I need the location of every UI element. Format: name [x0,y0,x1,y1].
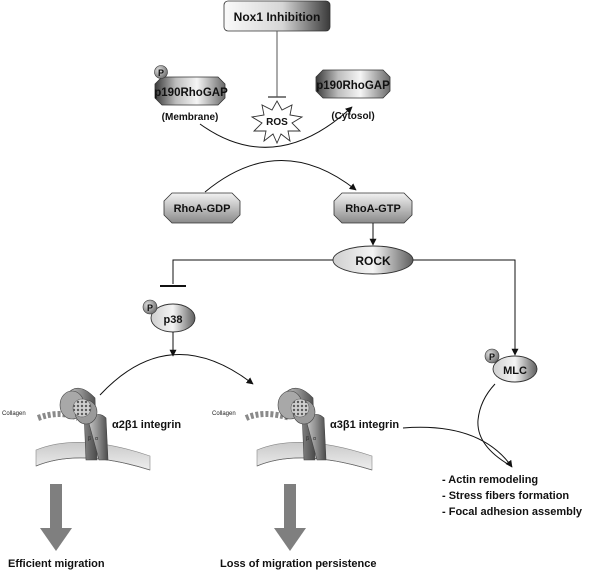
nox1-inhibition-node: Nox1 Inhibition [223,0,331,32]
rock-mlc-arrow [413,259,519,356]
a3b1-integrin-label: α3β1 integrin [330,419,399,431]
cytosol-label: (Cytosol) [331,111,374,122]
outcome-focal-adhesion: - Focal adhesion assembly [442,506,583,518]
phosphate-p190-icon [154,65,168,79]
rhoa-gdp-node: RhoA-GDP [163,192,241,224]
efficient-migration-label: Efficient migration [8,558,105,570]
mlc-outcome-arrow [477,383,512,467]
rhoa-activation-arrow [204,160,357,193]
a2b1-integrin-label: α2β1 integrin [112,419,181,431]
integrin-switch-arrow [99,354,254,396]
rock-node: ROCK [332,245,414,275]
loss-persistence-label: Loss of migration persistence [220,558,376,570]
svg-text:P: P [147,303,153,313]
p38-node: p38 P [142,299,196,333]
phosphate-p38-icon [142,299,158,315]
loss-persistence-arrow [274,484,306,551]
outcome-actin-remodeling: - Actin remodeling [442,474,538,486]
svg-text:P: P [158,68,164,78]
p190-membrane-label: p190RhoGAP [154,87,228,99]
mlc-node: MLC P [484,348,538,383]
svg-text:α: α [313,436,316,442]
p190-cytosol-node: p190RhoGAP (Cytosol) [315,69,391,122]
efficient-migration-arrow [40,484,72,551]
integrin-a3b1-illustration: Collagen β α [212,387,373,471]
rhoa-gtp-label: RhoA-GTP [345,203,401,215]
collagen-label-right: Collagen [212,411,236,417]
svg-text:α: α [95,436,98,442]
rhoa-gtp-node: RhoA-GTP [333,192,413,224]
mlc-label: MLC [503,365,527,377]
p190-membrane-node: p190RhoGAP P (Membrane) [154,65,228,123]
p190-cytosol-label: p190RhoGAP [316,80,390,92]
collagen-label-left: Collagen [2,411,26,417]
nox1-label: Nox1 Inhibition [234,10,321,24]
ros-label: ROS [266,117,288,128]
rhoa-gdp-label: RhoA-GDP [174,203,231,215]
p38-label: p38 [164,314,183,326]
phosphate-mlc-icon [484,348,500,364]
svg-text:β: β [88,436,91,442]
p190-translocation-arrow [199,106,353,148]
rock-label: ROCK [355,254,391,268]
a3b1-outcome-arrow [402,426,513,468]
integrin-a2b1-illustration: Collagen β α [2,387,151,471]
svg-text:β: β [306,436,309,442]
rock-p38-inhibition-line [172,259,333,284]
membrane-label: (Membrane) [162,112,219,123]
svg-text:P: P [489,352,495,362]
outcome-stress-fibers: - Stress fibers formation [442,490,569,502]
ros-node: ROS [250,100,304,145]
